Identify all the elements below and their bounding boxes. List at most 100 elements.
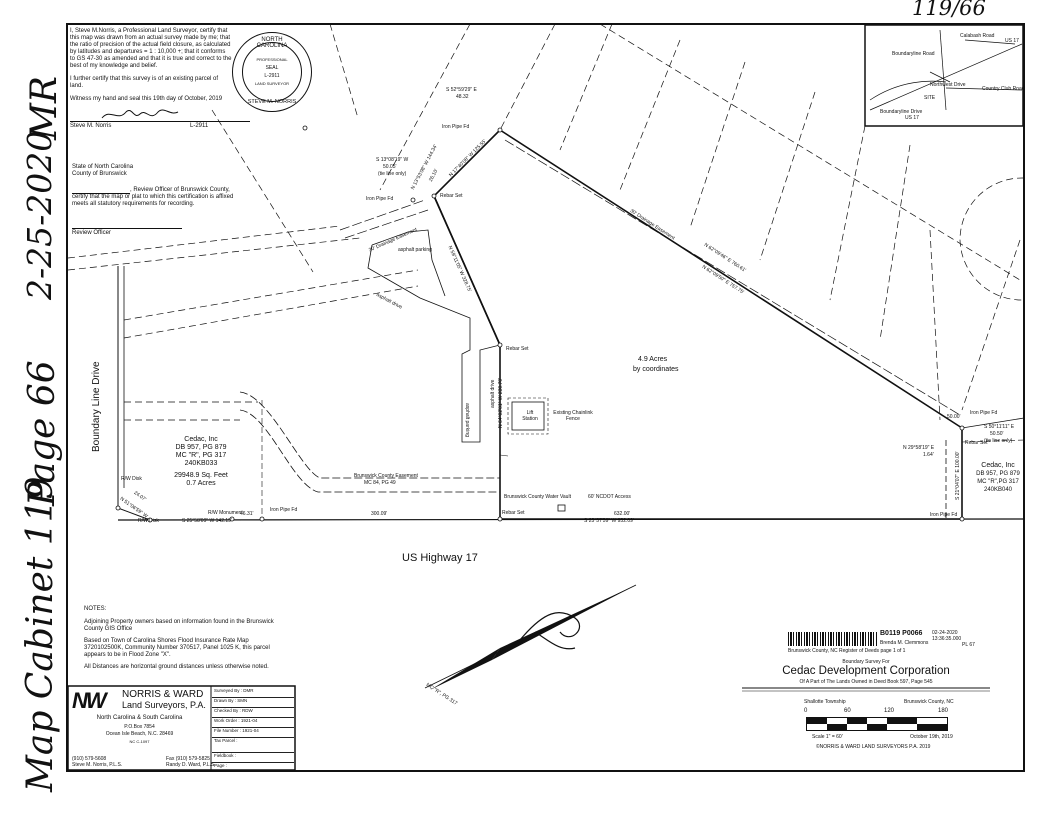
west-parcel-owner: Cedac, Inc DB 957, PG 879 MC "R", PG 317…: [165, 436, 237, 488]
dist-632: 632.00': [614, 511, 631, 517]
project-info-block: Surveyed By : DMR Drawn By : SMN Checked…: [212, 688, 294, 772]
call-top: S 52°59'29" E: [446, 87, 477, 93]
east-pin: 240KB040: [983, 487, 1013, 493]
title-county: Brunswick County, NC: [904, 699, 954, 705]
signature-mark: [101, 109, 179, 119]
seal-line3: L-2911: [264, 73, 280, 79]
firm-person-right: Randy D. Ward, P.L.S.: [166, 762, 216, 768]
acres-note: by coordinates: [633, 366, 679, 373]
vicinity-road-country-club: Country Club Road: [982, 86, 1025, 92]
scale-tick-120: 120: [884, 708, 895, 714]
right-tie-dist: 50.50': [990, 431, 1004, 437]
fence-label: Existing Chainlink Fence: [553, 410, 593, 422]
title-prefix: Boundary Survey For: [842, 659, 890, 665]
county-easement: Brunswick County Easement: [354, 473, 418, 479]
iron-pipe-top: Iron Pipe Fd: [442, 124, 470, 130]
east-parcel-owner: Cedac, Inc DB 957, PG 879 MC "R",PG 317 …: [970, 462, 1026, 494]
project-drawn-by: Drawn By : SMN: [212, 698, 294, 708]
firm-logo: NW: [72, 688, 107, 713]
iron-pipe-bottom: Iron Pipe Fd: [270, 507, 298, 513]
surveyor-seal: NORTH CAROLINA PROFESSIONAL SEAL L-2911 …: [232, 32, 312, 112]
witness-text: Witness my hand and seal this 19th day o…: [70, 96, 223, 102]
lift-station: Lift Station: [522, 410, 538, 422]
west-mc: MC "R", PG 317: [175, 452, 227, 459]
firm-states: North Carolina & South Carolina: [96, 715, 183, 721]
asphalt-parking-1: asphalt parking: [398, 247, 432, 253]
project-surveyed-by: Surveyed By : DMR: [212, 688, 294, 698]
seal-top: NORTH CAROLINA: [256, 37, 288, 49]
survey-date: October 19th, 2019: [910, 734, 953, 740]
seal-line1: PROFESSIONAL: [256, 57, 288, 62]
west-acres: 0.7 Acres: [186, 480, 216, 487]
project-work-order: Work Order : 1921-04: [212, 718, 294, 728]
vicinity-road-us17-top: US 17: [1005, 38, 1019, 44]
call-right-sw-dist: 1.64': [923, 452, 934, 458]
firm-name: NORRIS & WARD: [122, 689, 204, 700]
asphalt-drive-2: asphalt drive: [490, 379, 496, 408]
vicinity-road-boundaryline-drive: Boundaryline Drive: [880, 109, 923, 115]
stamp-register: Brenda M. Clemmons: [880, 640, 929, 646]
tie-note: (tie line only): [378, 171, 407, 177]
title-main: Cedac Development Corporation: [782, 665, 950, 677]
copyright: ©NORRIS & WARD LAND SURVEYORS P.A. 2019: [816, 744, 931, 750]
call-right-tie: S 50°11'11" E: [984, 424, 1015, 430]
note-2: Based on Town of Carolina Shores Flood I…: [84, 638, 270, 658]
west-db: DB 957, PG 879: [175, 444, 227, 451]
seal-line2: SEAL: [265, 65, 279, 71]
firm-license: NC C-1097: [129, 739, 150, 744]
vicinity-road-us17-bottom: US 17: [905, 115, 919, 121]
rw-monument: R/W Monument: [208, 510, 243, 516]
iron-pipe-bottom-right: Iron Pipe Fd: [930, 512, 958, 518]
project-fieldbook: Fieldbook :: [212, 753, 294, 763]
title-subtitle: Of A Part of The Lands Owned in Deed Boo…: [799, 679, 933, 685]
road-name-label: Boundary Line Drive: [91, 361, 102, 452]
ncdot-access: 60' NCDOT Access: [588, 494, 631, 500]
scale-bar: [806, 717, 948, 731]
firm-person-left: Steve M. Norris, P.L.S.: [72, 762, 123, 768]
vicinity-road-calabash: Calabash Road: [960, 33, 995, 39]
west-area: 29948.9 Sq. Feet: [174, 472, 228, 479]
stamp-date: 02-24-2020: [932, 630, 958, 636]
right-tie-note: (tie line only): [984, 438, 1013, 444]
vicinity-road-boundaryline: Boundaryline Road: [892, 51, 935, 57]
seal-bottom: STEVE M. NORRIS: [247, 99, 297, 105]
vicinity-site: SITE: [924, 95, 936, 101]
review-officer-label: Review Officer: [72, 230, 111, 236]
stamp-time: 13:36:35.000: [932, 636, 962, 642]
surveyor-certificate: I, Steve M.Norris, a Professional Land S…: [70, 28, 232, 109]
firm-phone: (910) 579-5608: [72, 756, 107, 762]
west-pin: 240KB033: [184, 460, 218, 467]
call-tie: S 13°08'19" W: [376, 157, 409, 163]
call-short-dist: 50.00': [947, 414, 961, 420]
notes-block: NOTES: Adjoining Property owners based o…: [84, 606, 284, 671]
dist-46: 46.31': [240, 511, 254, 517]
seal-line4: LAND SURVEYOR: [254, 81, 290, 86]
firm-subtitle: Land Surveyors, P.A.: [122, 700, 206, 710]
iron-pipe-right: Iron Pipe Fd: [970, 410, 998, 416]
call-top-dist: 48.32: [456, 94, 469, 100]
county-label: County of Brunswick: [72, 171, 127, 177]
east-db: DB 957, PG 879: [976, 471, 1020, 477]
stamp-id: B0119 P0066: [880, 630, 923, 637]
existing-parcel-text: I further certify that this survey is of…: [70, 76, 219, 89]
firm-fax: Fax (910) 579-5825: [166, 756, 210, 762]
firm-po: P.O.Box 7854: [124, 724, 155, 730]
signer-name: Steve M. Norris: [70, 123, 112, 129]
rebar-set-bottom: Rebar Set: [502, 510, 525, 516]
rebar-set-mid: Rebar Set: [506, 346, 529, 352]
page-ref-annotation: 119/66: [912, 0, 986, 20]
call-right-vertical: S 21°04'07" E 100.00': [955, 451, 961, 501]
scale-label: Scale 1" = 60': [812, 734, 843, 740]
review-certification: , Review Officer of Brunswick County, ce…: [72, 187, 234, 207]
project-tax-parcel: Tax Parcel :: [212, 738, 294, 753]
certificate-text: I, Steve M.Norris, a Professional Land S…: [70, 28, 232, 69]
vicinity-road-northwest: Northwest Drive: [930, 82, 966, 88]
water-vault: Brunswick County Water Vault: [504, 494, 571, 500]
signer-license: L-2911: [190, 123, 209, 129]
dist-300: 300.09': [371, 511, 388, 517]
tie-dist: 50.05': [383, 164, 397, 170]
county-easement-ref: MC 84, PG 49: [364, 480, 396, 486]
notes-heading: NOTES:: [84, 606, 107, 612]
